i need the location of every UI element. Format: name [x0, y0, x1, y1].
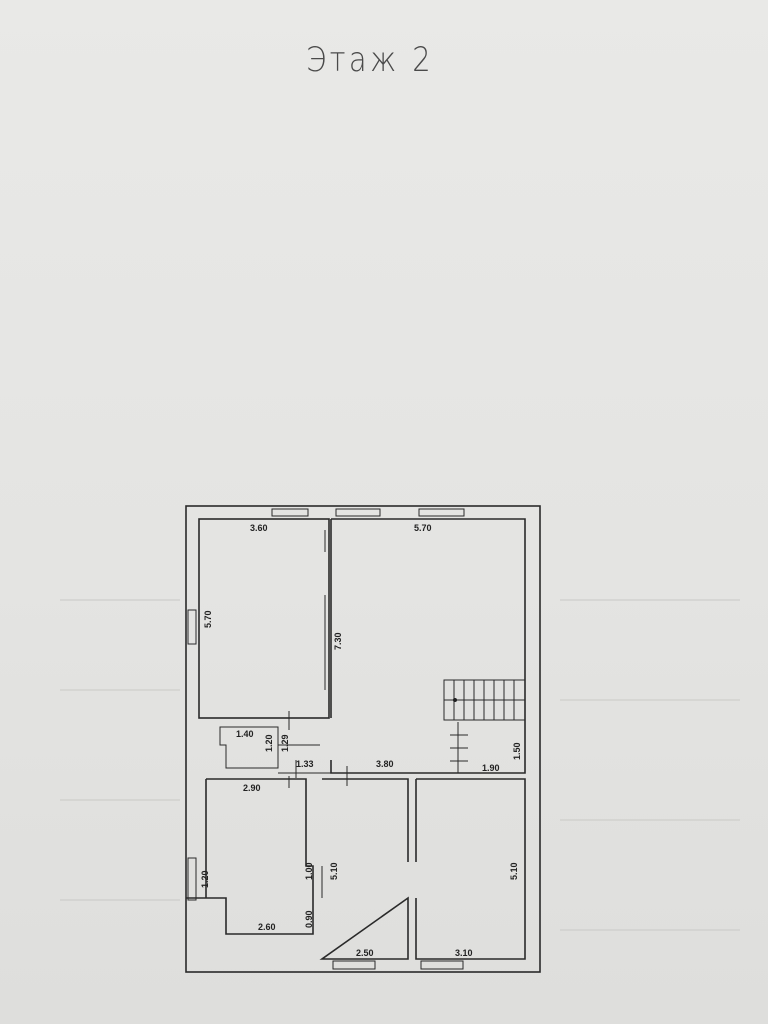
outer-wall: [185, 505, 541, 973]
dim-room1-height: 5.70: [203, 610, 213, 628]
dim-small-h1: 1.20: [264, 734, 274, 752]
staircase: [443, 679, 526, 721]
plan-line: [453, 698, 457, 702]
dim-room2-hr: 1.00: [304, 862, 314, 880]
floor-title: Этаж 2: [306, 40, 434, 80]
dim-room3-height: 5.10: [329, 862, 339, 880]
dim-corridor-length: 3.80: [376, 759, 394, 769]
dim-corridor-width: 1.33: [296, 759, 314, 769]
plan-line: [418, 508, 465, 517]
dim-room2-width: 2.90: [243, 783, 261, 793]
plan-line: [187, 857, 197, 901]
room-2: [186, 778, 314, 935]
paper-marks: [60, 599, 740, 931]
small-room: [219, 726, 279, 769]
windows: [187, 508, 465, 970]
plan-line: [187, 609, 197, 645]
dim-hall-height: 7.30: [333, 632, 343, 650]
dim-small-width: 1.40: [236, 729, 254, 739]
room-3: [319, 778, 409, 960]
dim-room3-width: 2.50: [356, 948, 374, 958]
room-1: [198, 518, 330, 719]
door-marks: [288, 530, 468, 788]
dim-room2-step: 0.90: [304, 910, 314, 928]
dim-room2-h: 1.20: [200, 870, 210, 888]
dim-stair-width: 1.90: [482, 763, 500, 773]
hall: [330, 518, 526, 774]
dim-hall-width: 5.70: [414, 523, 432, 533]
dim-small-h2: 1.29: [280, 734, 290, 752]
plan-line: [332, 960, 376, 970]
dim-room4-height: 5.10: [509, 862, 519, 880]
dim-room2-bottom: 2.60: [258, 922, 276, 932]
room-4: [415, 778, 526, 960]
plan-line: [271, 508, 309, 517]
dim-room4-width: 3.10: [455, 948, 473, 958]
plan-line: [335, 508, 381, 517]
dim-room1-width: 3.60: [250, 523, 268, 533]
dim-stair-height: 1.50: [512, 742, 522, 760]
plan-line: [420, 960, 464, 970]
